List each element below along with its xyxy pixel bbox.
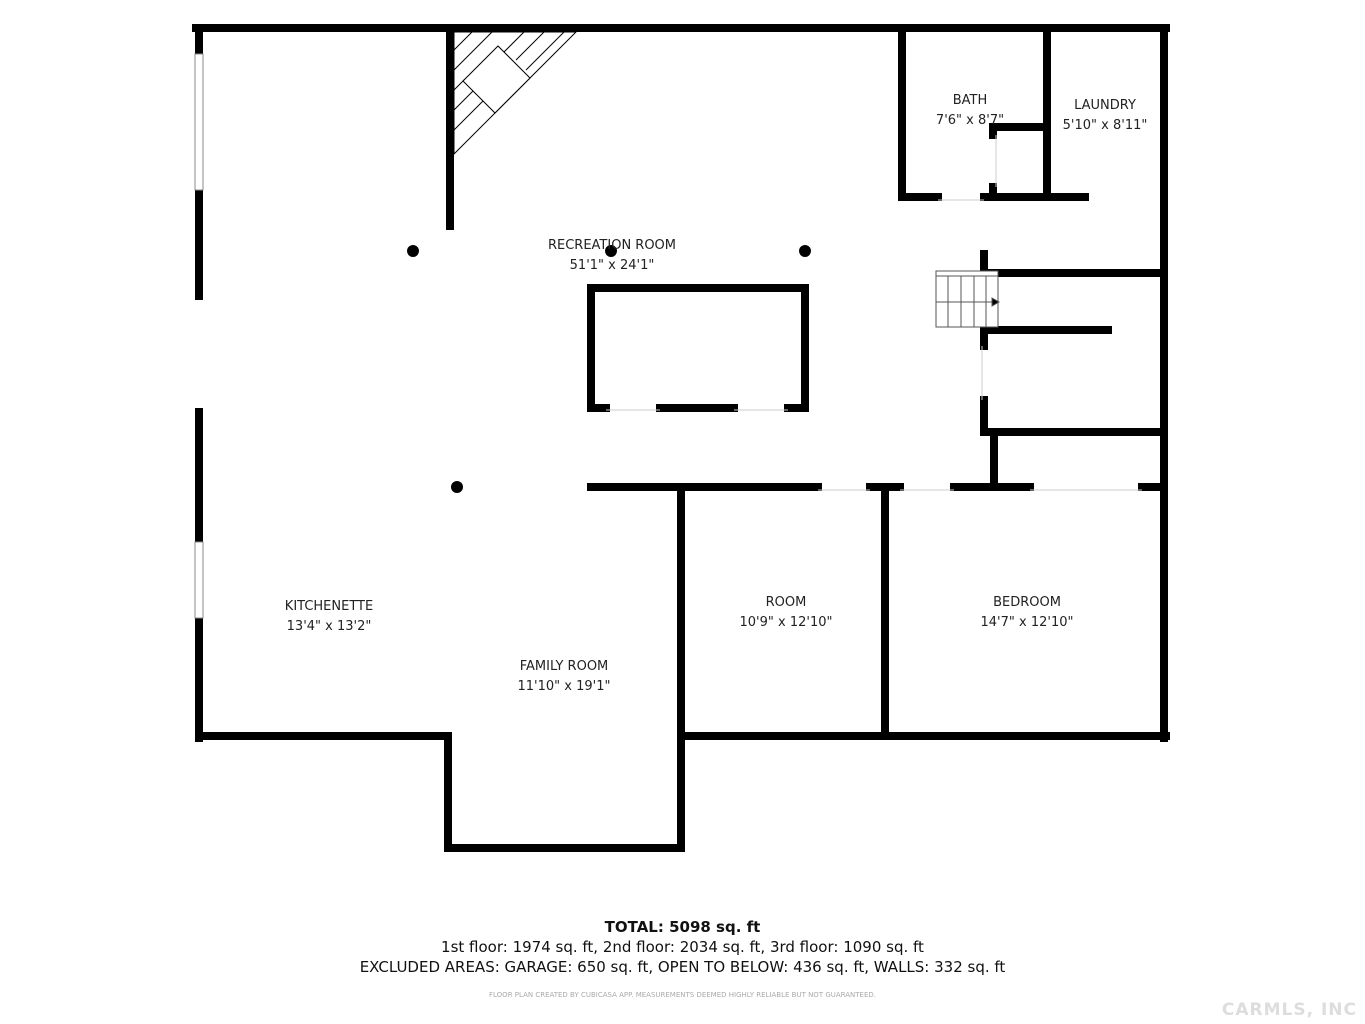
room-label-laundry: LAUNDRY 5'10" x 8'11" <box>1063 96 1148 136</box>
room-size: 7'6" x 8'7" <box>935 113 1005 128</box>
column <box>451 481 463 493</box>
stair-fireplace-hatch <box>453 31 578 156</box>
door-openings <box>606 135 1142 491</box>
room-size: 13'4" x 13'2" <box>286 619 372 634</box>
room-name: RECREATION ROOM <box>547 238 677 253</box>
room-label-room: ROOM 10'9" x 12'10" <box>740 593 833 633</box>
room-name: LAUNDRY <box>1074 98 1136 113</box>
column <box>799 245 811 257</box>
room-name: ROOM <box>765 595 807 610</box>
total-area: TOTAL: 5098 sq. ft <box>604 918 761 936</box>
room-name: KITCHENETTE <box>284 599 374 614</box>
room-label-bath: BATH 7'6" x 8'7" <box>936 91 1004 131</box>
stairs-icon <box>935 270 1001 328</box>
walls <box>192 24 1170 852</box>
room-size: 51'1" x 24'1" <box>569 258 655 273</box>
room-size: 10'9" x 12'10" <box>739 615 833 630</box>
room-name: BATH <box>952 93 988 108</box>
room-label-bedroom: BEDROOM 14'7" x 12'10" <box>981 593 1074 633</box>
column <box>407 245 419 257</box>
room-size: 14'7" x 12'10" <box>980 615 1074 630</box>
disclaimer: FLOOR PLAN CREATED BY CUBICASA APP. MEAS… <box>489 991 876 999</box>
windows <box>194 53 204 619</box>
room-size: 11'10" x 19'1" <box>517 679 611 694</box>
room-name: FAMILY ROOM <box>519 659 609 674</box>
excluded-areas: EXCLUDED AREAS: GARAGE: 650 sq. ft, OPEN… <box>359 958 1006 976</box>
room-size: 5'10" x 8'11" <box>1062 118 1148 133</box>
columns <box>407 245 811 493</box>
room-label-recreation-room: RECREATION ROOM 51'1" x 24'1" <box>548 236 676 276</box>
column <box>605 245 617 257</box>
room-label-kitchenette: KITCHENETTE 13'4" x 13'2" <box>285 597 373 637</box>
floor-areas: 1st floor: 1974 sq. ft, 2nd floor: 2034 … <box>441 938 924 956</box>
room-label-family-room: FAMILY ROOM 11'10" x 19'1" <box>518 657 611 697</box>
watermark: CARMLS, INC <box>1221 1000 1357 1020</box>
room-name: BEDROOM <box>993 595 1061 610</box>
